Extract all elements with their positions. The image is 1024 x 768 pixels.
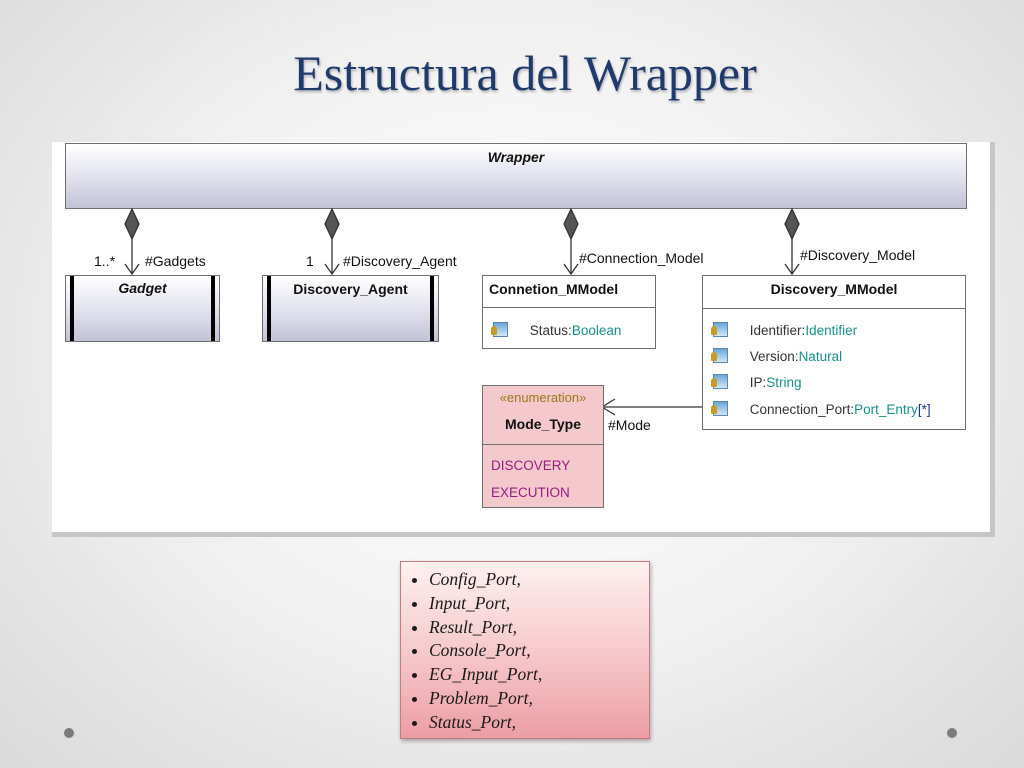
port-item: Problem_Port,	[429, 687, 649, 711]
attribute-identifier: Identifier:Identifier	[711, 322, 857, 338]
port-item: Console_Port,	[429, 639, 649, 663]
composition-diamond	[784, 207, 800, 241]
discovery-agent-multiplicity: 1	[306, 253, 314, 269]
gadget-class-name: Gadget	[118, 280, 167, 296]
ports-list: Config_Port, Input_Port, Result_Port, Co…	[401, 562, 649, 735]
mode-role: #Mode	[608, 417, 651, 433]
discovery-agent-role: #Discovery_Agent	[343, 253, 457, 269]
attribute-connection-port: Connection_Port:Port_Entry[*]	[711, 401, 931, 417]
connection-model-class-name: Connetion_MModel	[489, 281, 619, 297]
mode-type-enumeration[interactable]: «enumeration» Mode_Type DISCOVERY EXECUT…	[482, 385, 604, 508]
ports-list-box: Config_Port, Input_Port, Result_Port, Co…	[400, 561, 650, 739]
decorative-dot-left	[64, 728, 74, 738]
attribute-icon	[491, 322, 508, 337]
discovery-agent-class[interactable]: Discovery_Agent	[262, 275, 439, 342]
gadget-class[interactable]: Gadget	[65, 275, 220, 342]
composition-diamond	[563, 207, 579, 241]
port-item: EG_Input_Port,	[429, 663, 649, 687]
composition-diamond	[324, 207, 340, 241]
attribute-status: Status:Boolean	[491, 322, 621, 338]
attribute-version: Version:Natural	[711, 348, 842, 364]
enum-literal-execution: EXECUTION	[491, 485, 570, 500]
wrapper-class-name: Wrapper	[487, 149, 545, 165]
gadget-role: #Gadgets	[145, 253, 206, 269]
attribute-icon	[711, 374, 728, 389]
uml-class-diagram: Wrapper 1..* #Gadgets 1 #Discove	[52, 142, 995, 537]
discovery-model-class-name: Discovery_MModel	[770, 281, 898, 297]
composition-diamond	[124, 207, 140, 241]
attribute-icon	[711, 401, 728, 416]
connection-model-class[interactable]: Connetion_MModel Status:Boolean	[482, 275, 656, 349]
port-item: Input_Port,	[429, 592, 649, 616]
attribute-icon	[711, 322, 728, 337]
enumeration-stereotype: «enumeration»	[499, 390, 587, 405]
composition-connectors	[124, 207, 800, 416]
port-item: Status_Port,	[429, 711, 649, 735]
discovery-model-class[interactable]: Discovery_MModel Identifier:Identifier V…	[702, 275, 966, 430]
slide-title: Estructura del Wrapper	[293, 45, 757, 101]
mode-type-name: Mode_Type	[505, 416, 581, 432]
enum-literal-discovery: DISCOVERY	[491, 458, 571, 473]
attribute-ip: IP:String	[711, 374, 802, 390]
gadget-multiplicity: 1..*	[94, 253, 116, 269]
decorative-dot-right	[947, 728, 957, 738]
connection-model-role: #Connection_Model	[579, 250, 704, 266]
port-item: Config_Port,	[429, 568, 649, 592]
discovery-agent-class-name: Discovery_Agent	[293, 281, 408, 297]
discovery-model-role: #Discovery_Model	[800, 247, 916, 263]
port-item: Result_Port,	[429, 616, 649, 640]
wrapper-class[interactable]: Wrapper	[65, 143, 967, 209]
attribute-icon	[711, 348, 728, 363]
